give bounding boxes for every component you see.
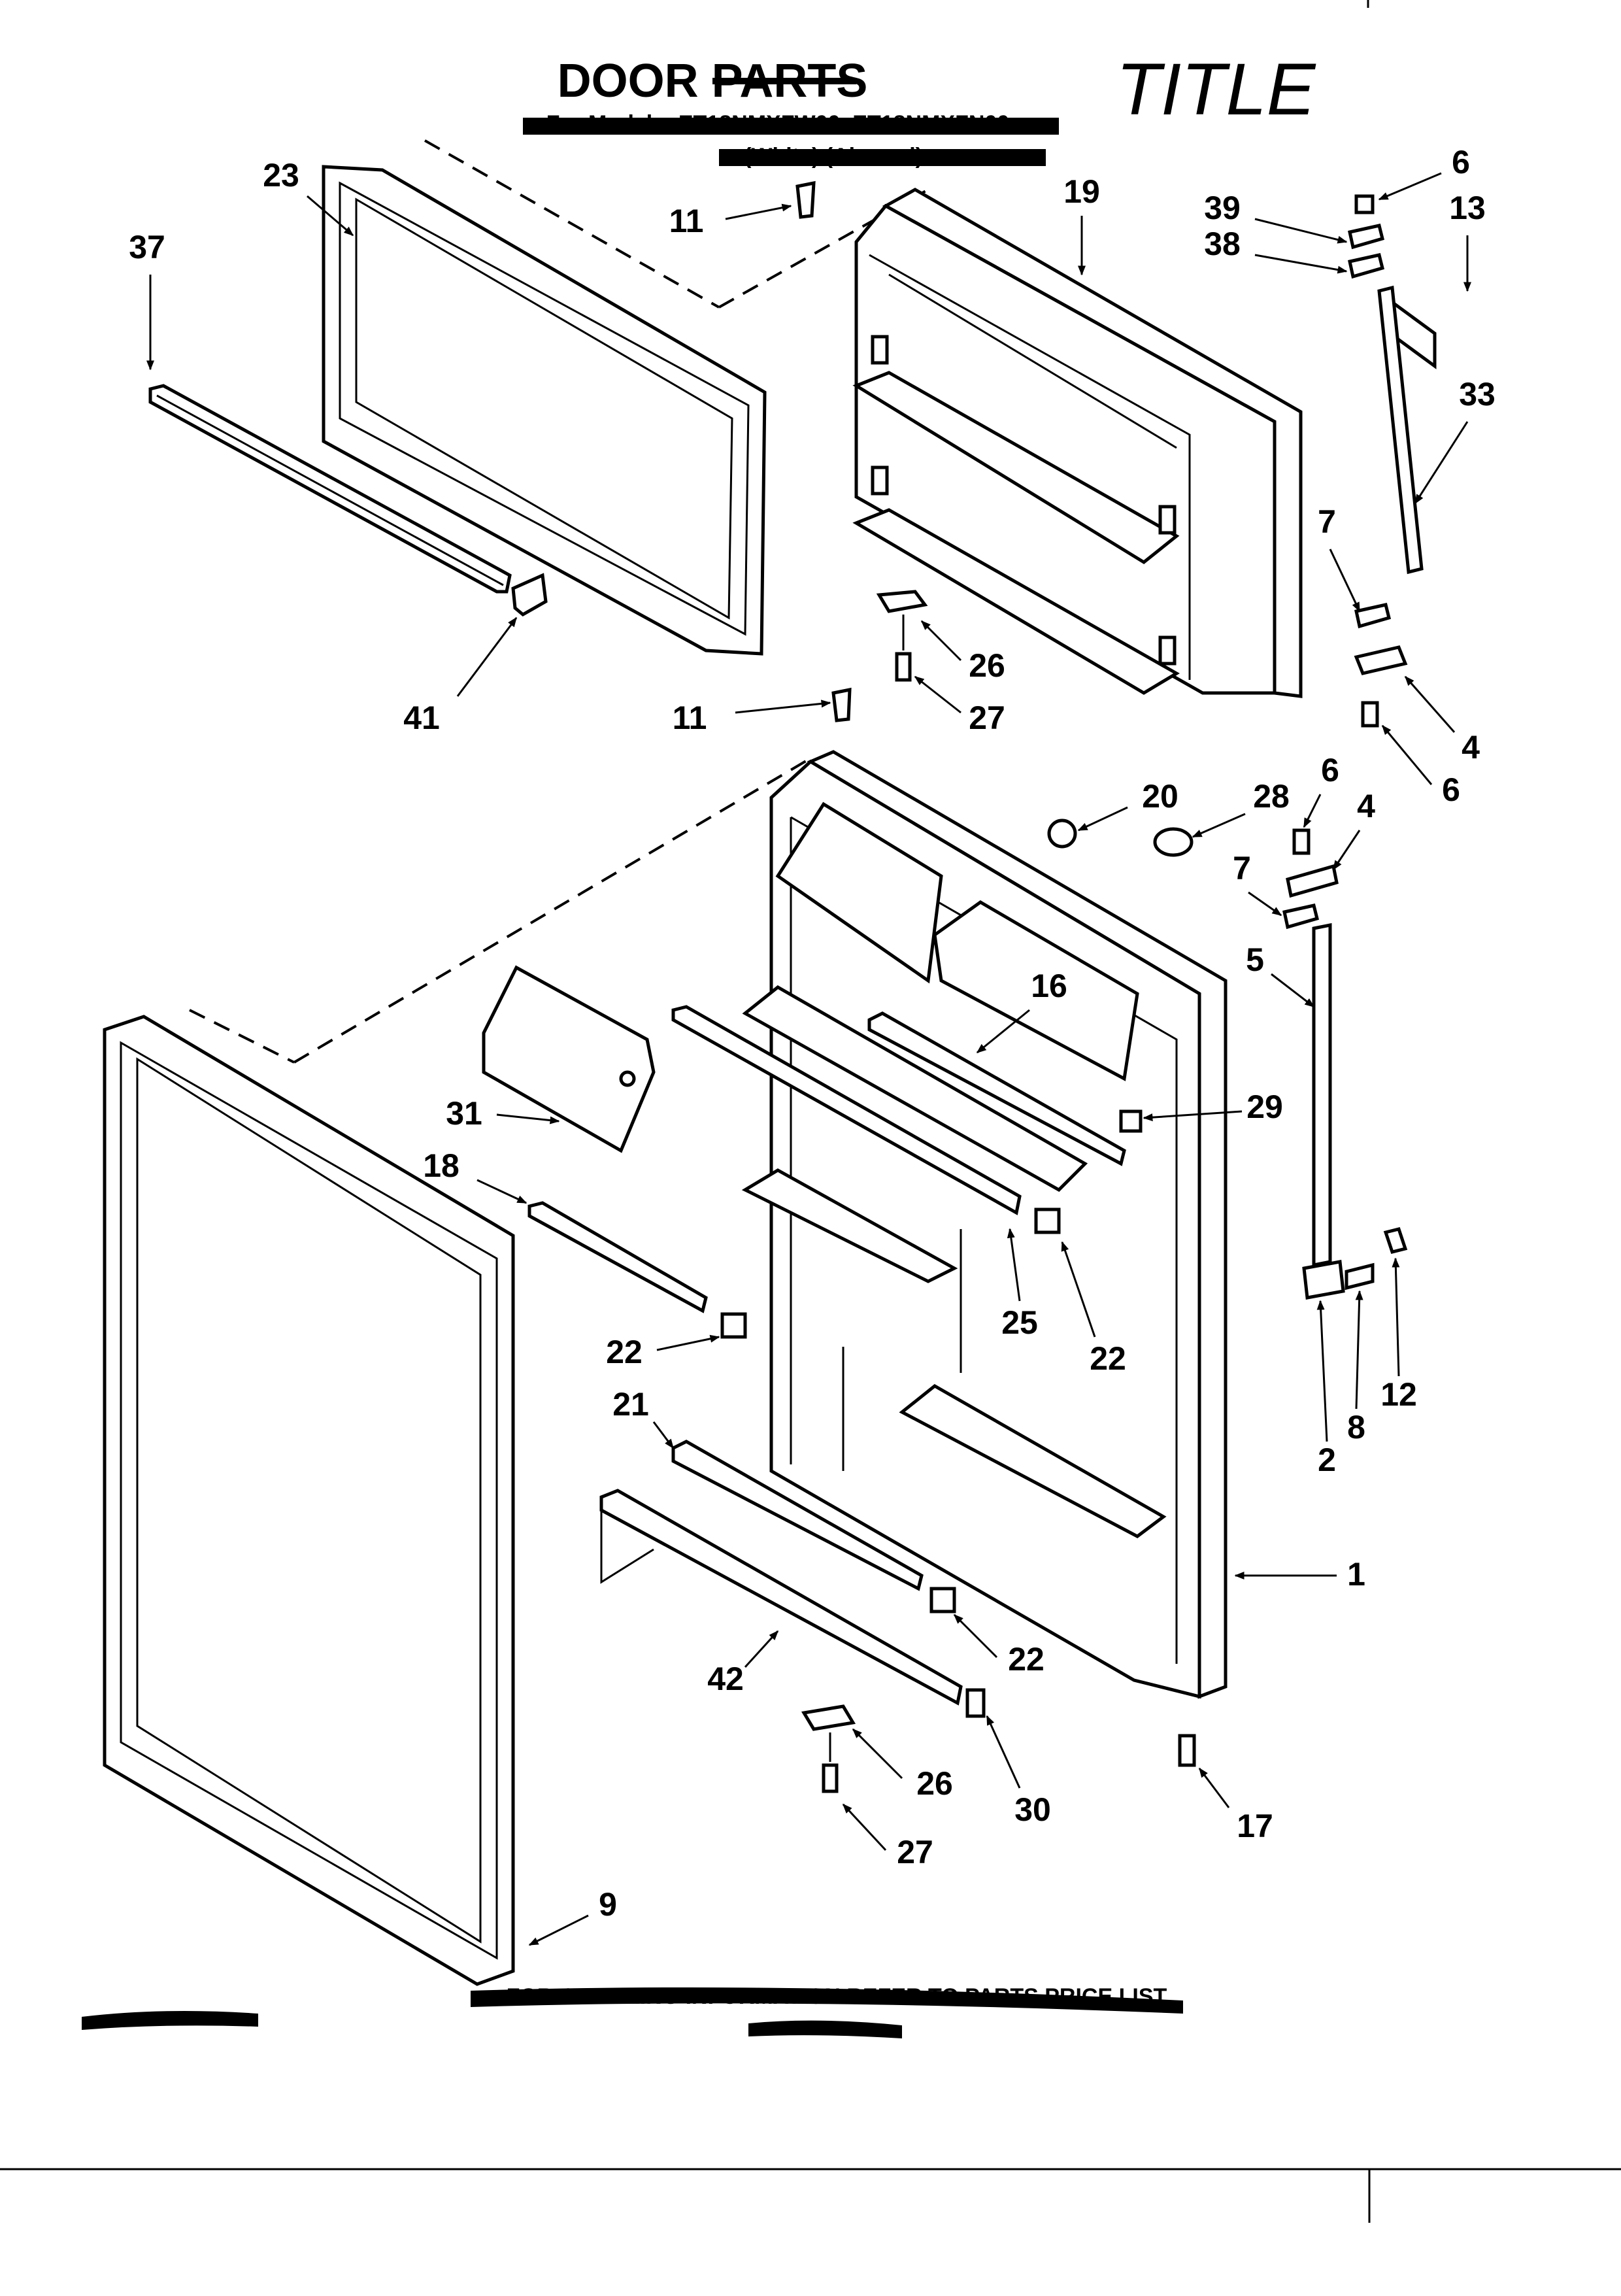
callout-18: 18 <box>423 1147 460 1184</box>
clip-41 <box>511 573 548 617</box>
callout-4-upper: 4 <box>1462 729 1480 766</box>
bottom-rails <box>599 1440 963 1706</box>
callout-29: 29 <box>1246 1089 1283 1125</box>
callout-26-lower: 26 <box>916 1765 953 1802</box>
shelf-clips <box>720 1109 1143 1718</box>
callout-22-bottom: 22 <box>1008 1641 1044 1678</box>
shelf-rails <box>527 1005 1126 1313</box>
callout-labels: 37 23 11 19 6 39 38 13 33 7 4 6 26 27 41… <box>129 144 1496 1946</box>
callout-7-lower: 7 <box>1233 850 1251 886</box>
callout-30: 30 <box>1014 1791 1051 1828</box>
bracket-screw-lower <box>801 1704 856 1793</box>
callout-4-lower: 4 <box>1357 788 1375 824</box>
lower-hinge-assembly <box>1047 819 1408 1300</box>
callout-27-lower: 27 <box>897 1834 933 1870</box>
callout-21: 21 <box>612 1386 649 1423</box>
plug-11-lower <box>831 687 852 722</box>
redacted-model-line: For Models: ET18NMXFW00, ET18NMXFN00 <box>523 111 1059 136</box>
callout-33: 33 <box>1459 376 1496 413</box>
callout-2: 2 <box>1318 1442 1336 1478</box>
callout-25: 25 <box>1001 1304 1038 1341</box>
callout-6-lower: 6 <box>1321 752 1339 788</box>
callout-39: 39 <box>1204 190 1241 226</box>
dairy-bin-31 <box>482 965 656 1153</box>
callout-41: 41 <box>403 700 440 736</box>
callout-28: 28 <box>1253 778 1290 815</box>
bracket-screw-upper <box>876 590 928 682</box>
handwritten-title-note: TITLE <box>1116 48 1316 130</box>
redacted-doc-number <box>82 2011 258 2030</box>
callout-7-upper: 7 <box>1318 503 1336 540</box>
assembly-dash-line-lower <box>189 757 812 1064</box>
redacted-color-line: (White) (Almond) <box>719 144 1046 169</box>
callout-27-upper: 27 <box>969 700 1005 736</box>
callout-38: 38 <box>1204 226 1241 262</box>
callout-13: 13 <box>1449 190 1486 226</box>
callout-8: 8 <box>1347 1409 1365 1445</box>
callout-5: 5 <box>1246 941 1264 978</box>
callout-22-left: 22 <box>606 1334 643 1370</box>
callout-31: 31 <box>446 1095 482 1132</box>
callout-22-right: 22 <box>1090 1340 1126 1377</box>
callout-6-top: 6 <box>1452 144 1470 180</box>
callout-17: 17 <box>1237 1808 1273 1844</box>
callout-19: 19 <box>1063 173 1100 210</box>
callout-42: 42 <box>707 1661 744 1697</box>
breaker-strip-37 <box>148 384 512 594</box>
callout-6-mid: 6 <box>1442 771 1460 808</box>
screw-17 <box>1178 1734 1196 1767</box>
callout-9: 9 <box>599 1886 617 1923</box>
callout-11-lower: 11 <box>673 700 707 736</box>
refrigerator-door-gasket-9 <box>103 1015 515 1986</box>
redacted-footer-line: FOR ORDERING INFORMATION REFER TO PARTS … <box>471 1984 1183 2014</box>
freezer-door-19 <box>852 188 1303 698</box>
callout-26-upper: 26 <box>969 647 1005 684</box>
callout-11-upper: 11 <box>669 203 704 239</box>
callout-20: 20 <box>1142 778 1178 815</box>
plug-11-upper <box>795 180 816 219</box>
refrigerator-door-1 <box>741 750 1228 1699</box>
callout-12: 12 <box>1380 1376 1417 1413</box>
callout-23: 23 <box>263 157 299 194</box>
callout-37: 37 <box>129 229 165 265</box>
callout-1: 1 <box>1347 1556 1365 1593</box>
upper-hinge-assembly <box>1348 194 1437 728</box>
callout-16: 16 <box>1031 968 1067 1004</box>
freezer-door-gasket-23 <box>322 165 767 656</box>
redacted-page-number <box>748 2020 902 2038</box>
